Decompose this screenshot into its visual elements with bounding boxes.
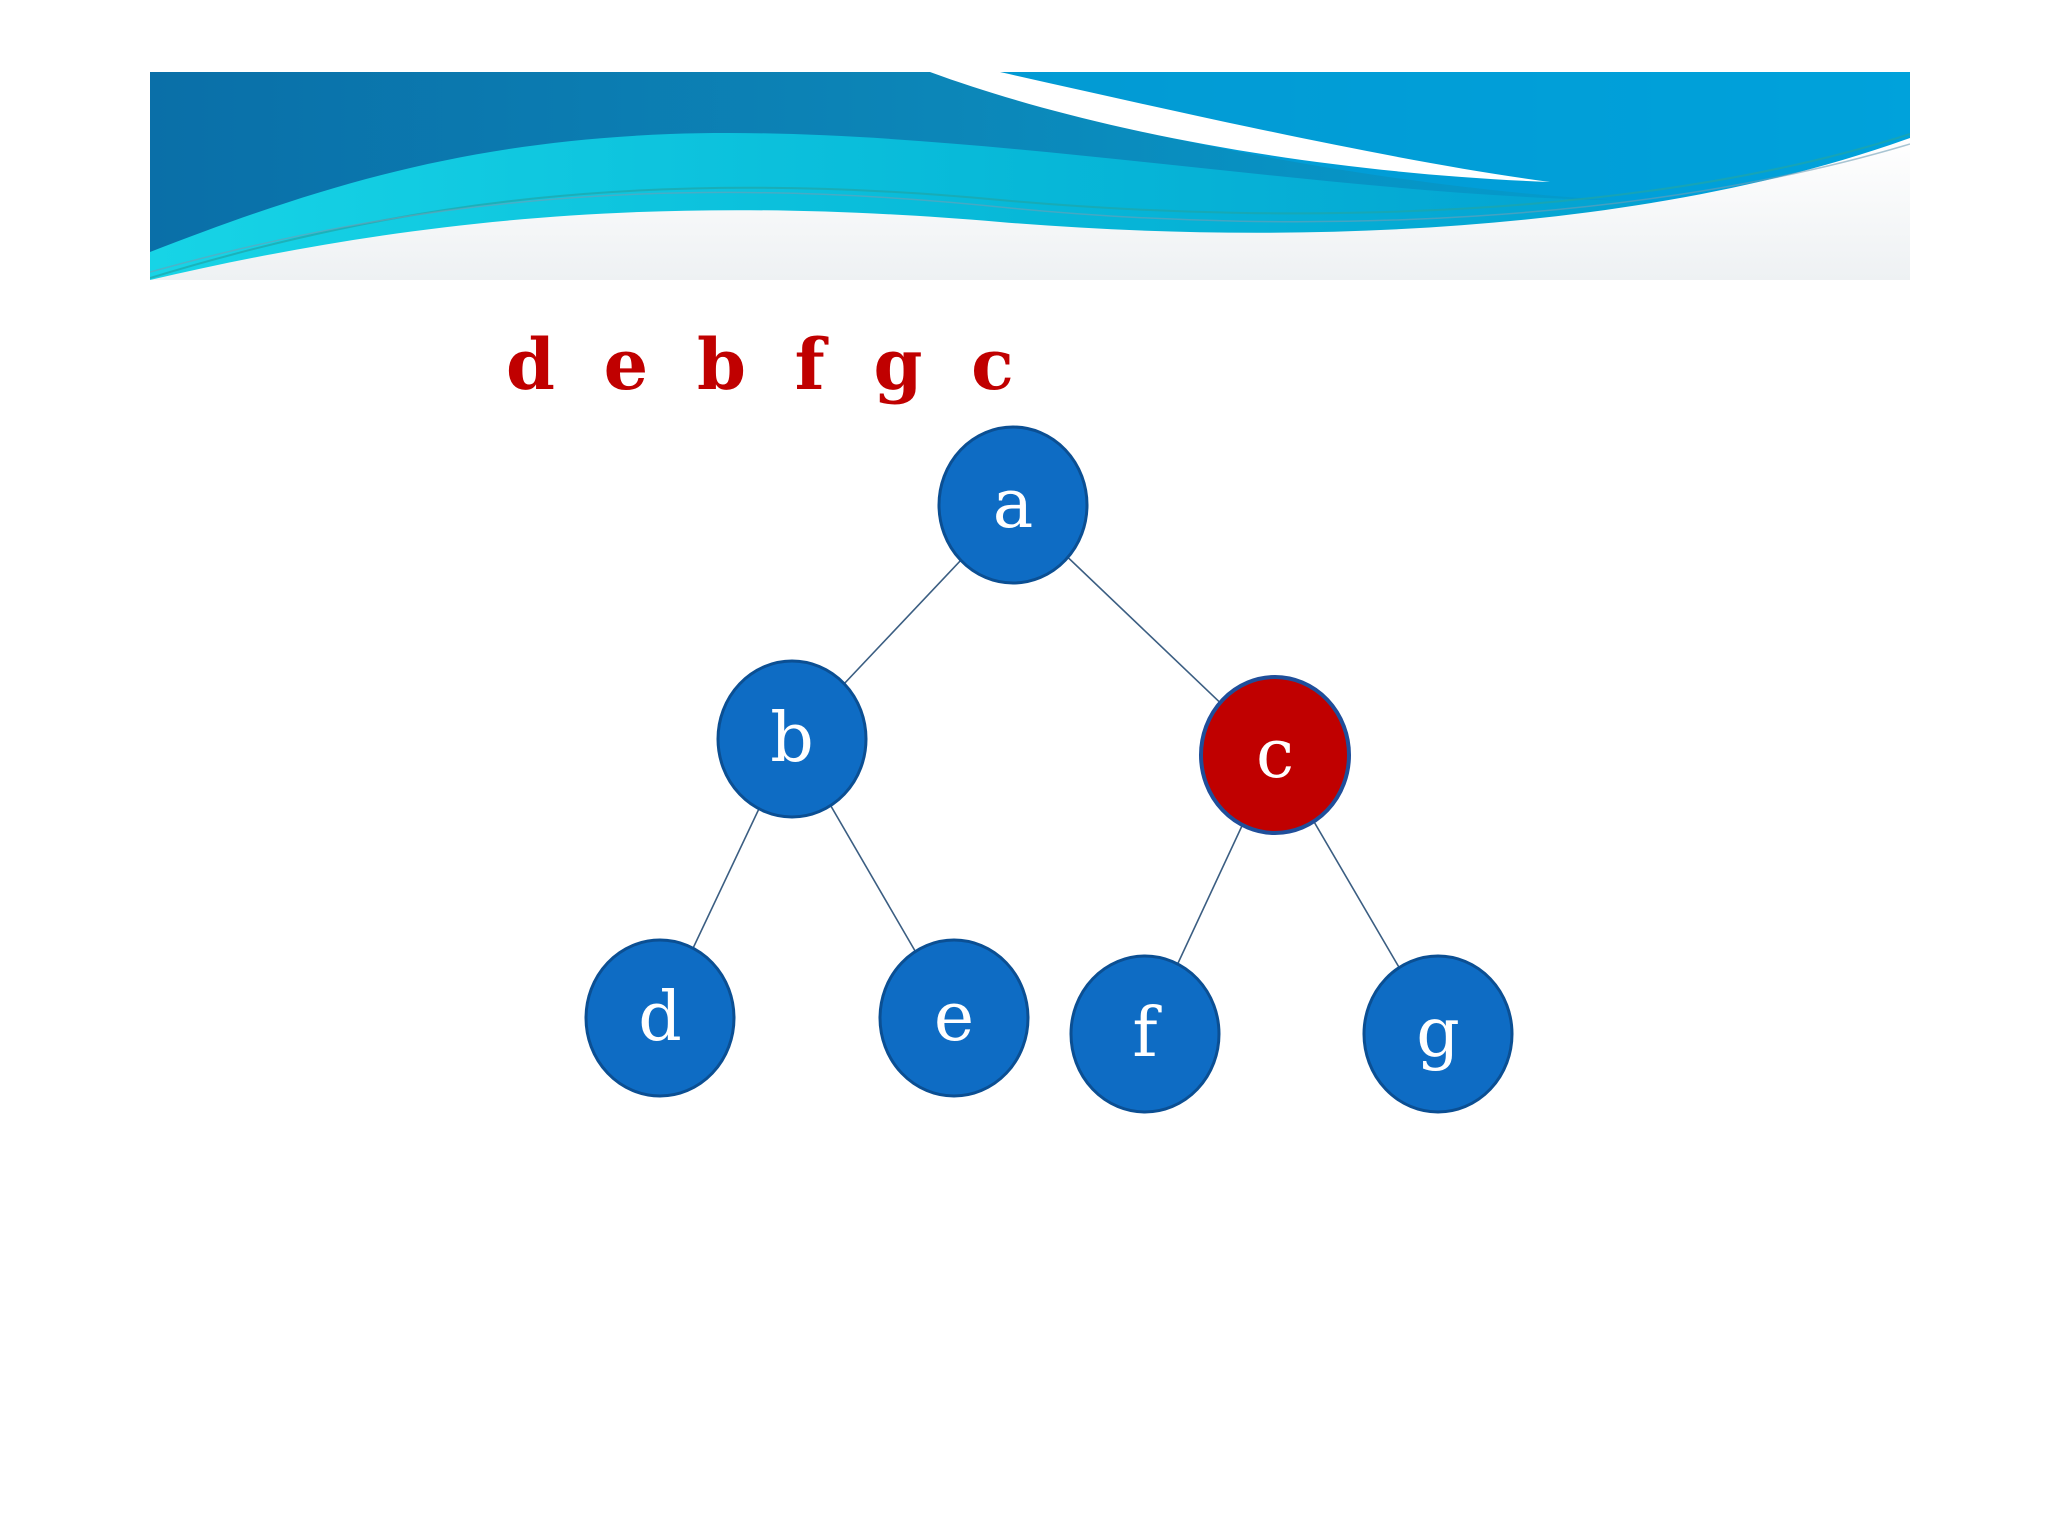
node-label-f: f bbox=[1132, 994, 1162, 1073]
node-circle-e bbox=[878, 938, 1030, 1098]
node-circle-f bbox=[1069, 954, 1221, 1114]
node-g: g bbox=[1362, 954, 1514, 1114]
traversal-sequence: d e b f g c bbox=[506, 323, 1014, 406]
node-label-g: g bbox=[1416, 994, 1460, 1073]
node-label-d: d bbox=[638, 978, 682, 1057]
header-banner bbox=[150, 72, 1910, 280]
node-circle-b bbox=[716, 659, 868, 819]
node-a: a bbox=[937, 425, 1089, 585]
node-c: c bbox=[1199, 675, 1351, 835]
node-d: d bbox=[584, 938, 736, 1098]
node-label-e: e bbox=[934, 978, 974, 1057]
node-f: f bbox=[1069, 954, 1221, 1114]
node-circle-d bbox=[584, 938, 736, 1098]
node-e: e bbox=[878, 938, 1030, 1098]
node-circle-a bbox=[937, 425, 1089, 585]
node-label-a: a bbox=[993, 465, 1034, 544]
node-circle-c bbox=[1199, 675, 1351, 835]
node-label-c: c bbox=[1256, 715, 1294, 794]
node-circle-g bbox=[1362, 954, 1514, 1114]
tree-nodes: a b c d e f g bbox=[584, 425, 1514, 1114]
node-b: b bbox=[716, 659, 868, 819]
node-label-b: b bbox=[770, 699, 814, 778]
